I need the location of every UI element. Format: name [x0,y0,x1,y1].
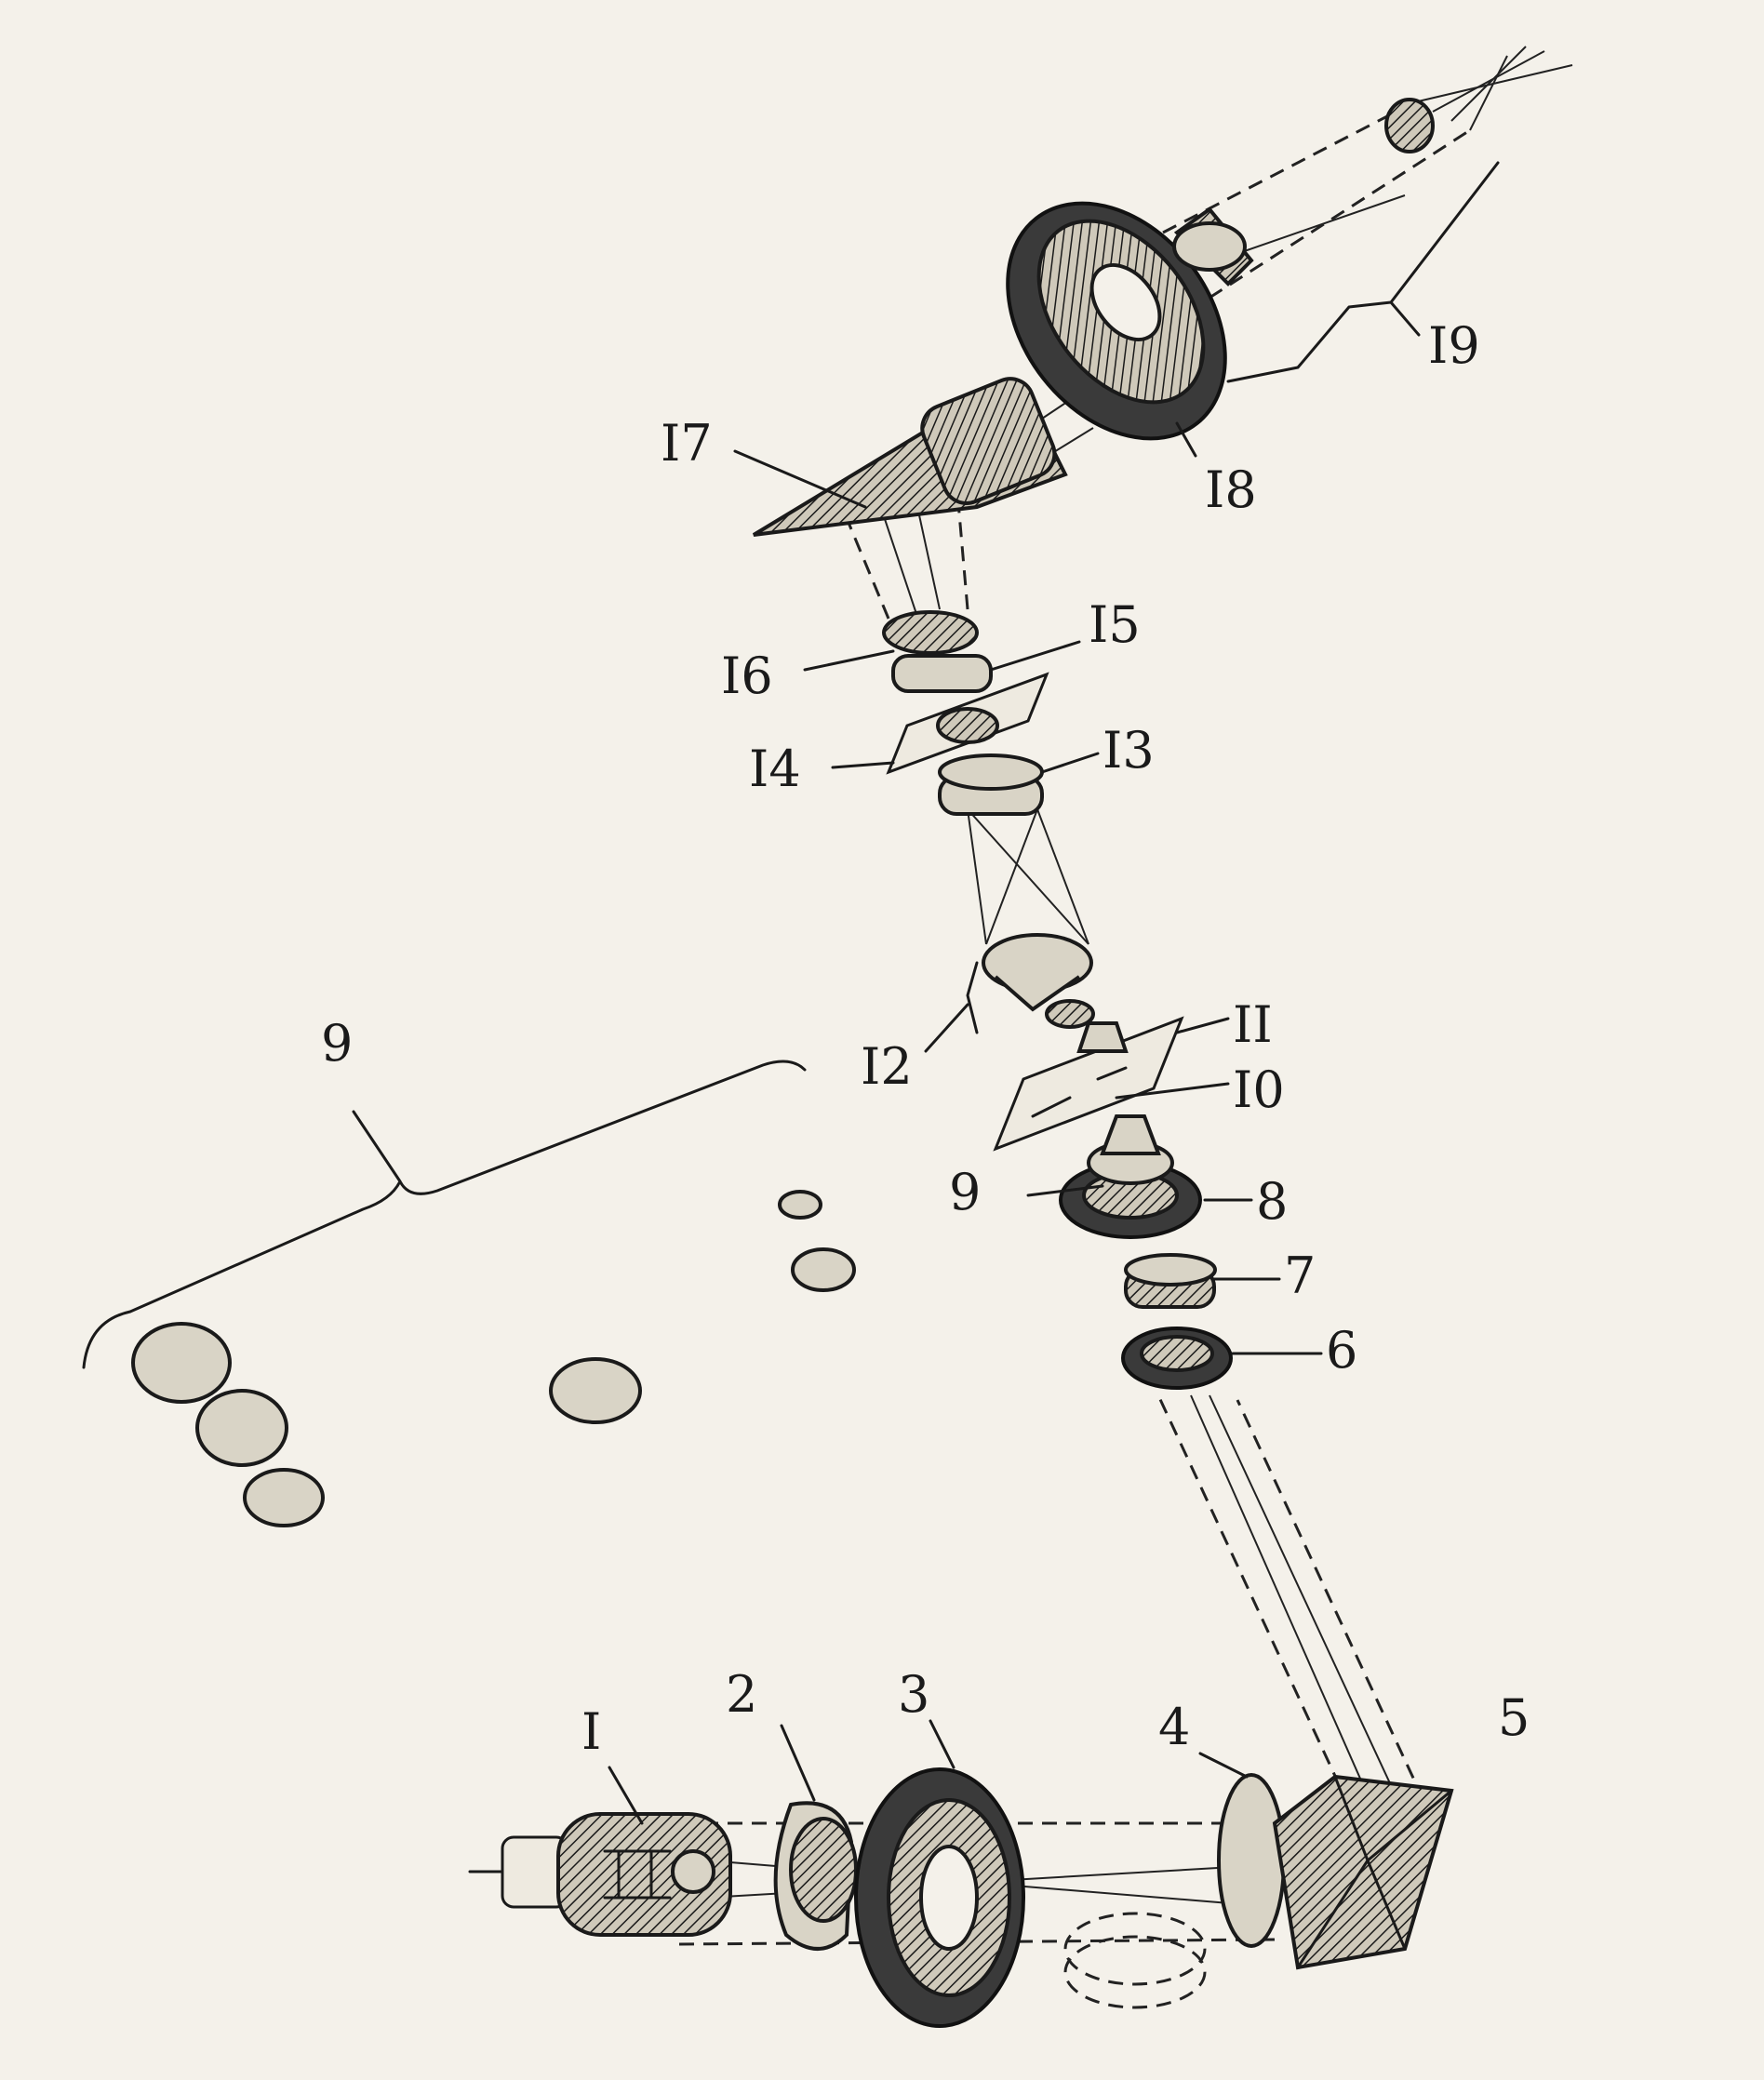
label-12: I2 [861,1037,913,1096]
label-6: 6 [1326,1321,1357,1380]
label-5: 5 [1498,1688,1530,1747]
lens-15 [891,654,993,693]
labels: I 2 3 4 5 6 7 8 9 9 I0 II I2 I3 I4 I5 I6… [321,316,1530,1761]
condenser-9 [1087,1114,1174,1185]
lens-7 [1124,1253,1217,1309]
label-1: I [581,1702,601,1761]
lens-set-9 [131,1190,856,1527]
field-lens-6 [1121,1327,1233,1390]
label-11: II [1233,995,1273,1054]
prism [1272,1774,1454,1970]
plate-14 [886,672,1049,775]
drum-17 [752,377,1068,537]
label-13: I3 [1102,721,1155,780]
label-8: 8 [1256,1172,1288,1231]
label-7: 7 [1284,1247,1316,1305]
disc-18 [1006,201,1227,441]
lens-16 [882,610,979,655]
leader-lines [82,161,1500,1825]
label-17: I7 [661,414,713,473]
label-19: I9 [1428,316,1480,375]
objective-12 [982,933,1093,1012]
lens-13 [938,753,1044,816]
label-9-group: 9 [321,1014,353,1073]
label-18: I8 [1205,460,1257,519]
alternate-filter [1063,1912,1207,2009]
label-14: I4 [749,740,801,798]
collector-lens [773,1801,858,1951]
label-2: 2 [726,1665,757,1724]
objective-10 [1045,999,1129,1053]
label-4: 4 [1158,1698,1190,1756]
label-9: 9 [949,1163,981,1221]
lamp [468,1812,732,1937]
condenser-lens [1217,1773,1286,1948]
eyepiece-19 [1172,98,1435,287]
label-15: I5 [1089,595,1141,654]
specimen-slide [993,1016,1184,1152]
label-10: I0 [1233,1060,1285,1119]
label-16: I6 [721,647,773,705]
label-3: 3 [898,1665,929,1724]
filter-ring [854,1767,1025,2028]
